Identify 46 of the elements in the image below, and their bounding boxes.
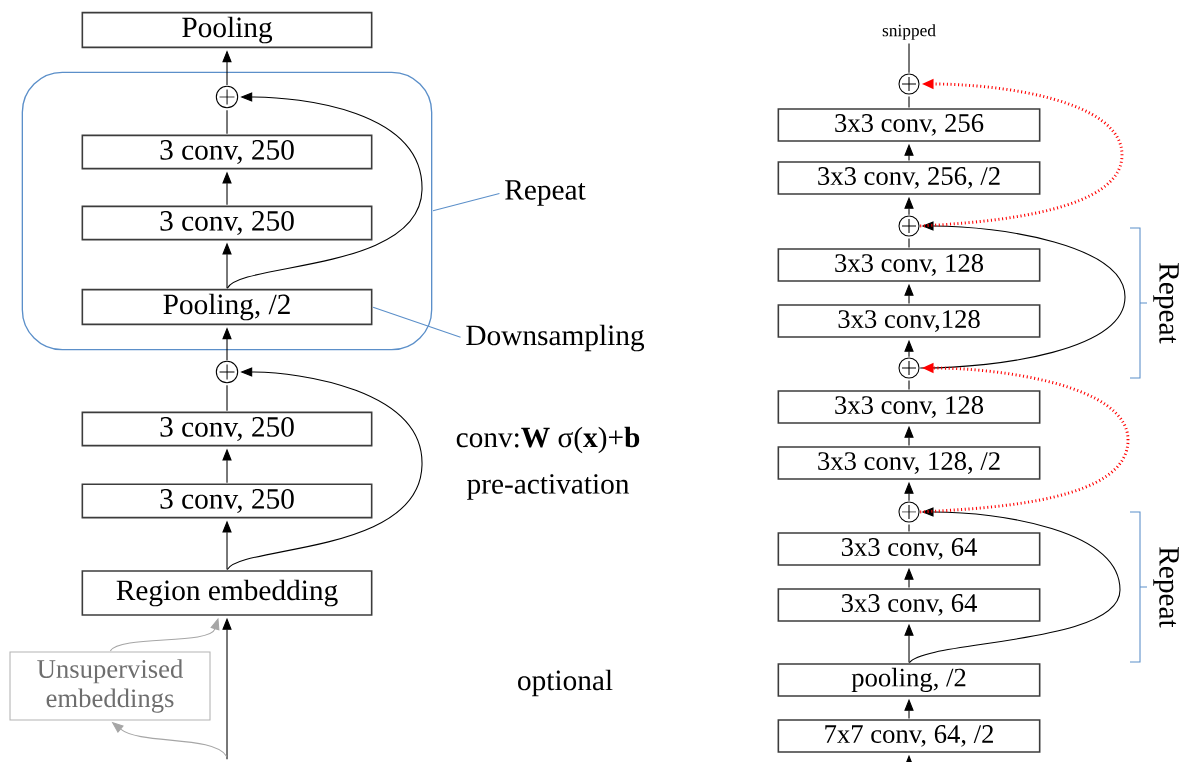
sum-circle — [898, 357, 920, 379]
layer-box: 3x3 conv, 128 — [777, 390, 1041, 424]
formula-text: conv:W σ(x)+b — [456, 426, 640, 454]
layer-box: 3 conv, 250 — [81, 483, 373, 519]
layer-box: 3x3 conv,128 — [777, 304, 1041, 338]
skip-connection-arrow — [919, 221, 1126, 369]
annotation-text: pre-activation — [467, 474, 630, 500]
connector-line — [908, 42, 910, 74]
connector-line — [908, 96, 910, 109]
sum-circle — [215, 85, 239, 109]
layer-box: 3x3 conv, 64 — [777, 588, 1041, 622]
layer-box: 7x7 conv, 64, /2 — [777, 719, 1041, 753]
connector-line — [908, 524, 910, 533]
layer-box: pooling, /2 — [777, 663, 1041, 697]
connector-line — [908, 380, 910, 391]
layer-box: 3 conv, 250 — [81, 205, 373, 241]
sum-circle — [215, 360, 239, 384]
output-label: snipped — [882, 24, 936, 40]
sum-circle — [898, 501, 920, 523]
connector-line — [226, 384, 228, 412]
repeat-label: Repeat — [1153, 547, 1179, 628]
annotation-text: optional — [518, 669, 613, 697]
sum-circle — [898, 215, 920, 237]
layer-box: 3x3 conv, 128, /2 — [777, 446, 1041, 480]
leader-line — [372, 306, 462, 338]
layer-box: 3x3 conv, 256, /2 — [777, 161, 1041, 195]
layer-box: Pooling — [81, 11, 373, 49]
layer-box: 3x3 conv, 256 — [777, 108, 1041, 142]
layer-box: 3 conv, 250 — [81, 134, 373, 170]
repeat-label: Repeat — [1153, 263, 1179, 344]
connector-line — [908, 238, 910, 249]
layer-box: 3x3 conv, 64 — [777, 532, 1041, 566]
annotation-text: Repeat — [505, 180, 586, 206]
layer-box: Pooling, /2 — [81, 288, 373, 326]
leader-line — [432, 192, 500, 212]
connector-line — [226, 109, 228, 135]
skip-connection-arrow — [908, 507, 1121, 664]
sum-circle — [898, 73, 920, 95]
layer-box: Region embedding — [81, 570, 373, 616]
annotation-text: Downsampling — [466, 324, 645, 352]
skip-connection-arrow — [226, 92, 423, 289]
skip-connection-arrow — [226, 367, 423, 571]
embedding-box: Unsupervised embeddings — [9, 651, 211, 721]
repeat-frame — [21, 71, 433, 351]
layer-box: 3x3 conv, 128 — [777, 248, 1041, 282]
layer-box: 3 conv, 250 — [81, 411, 373, 447]
